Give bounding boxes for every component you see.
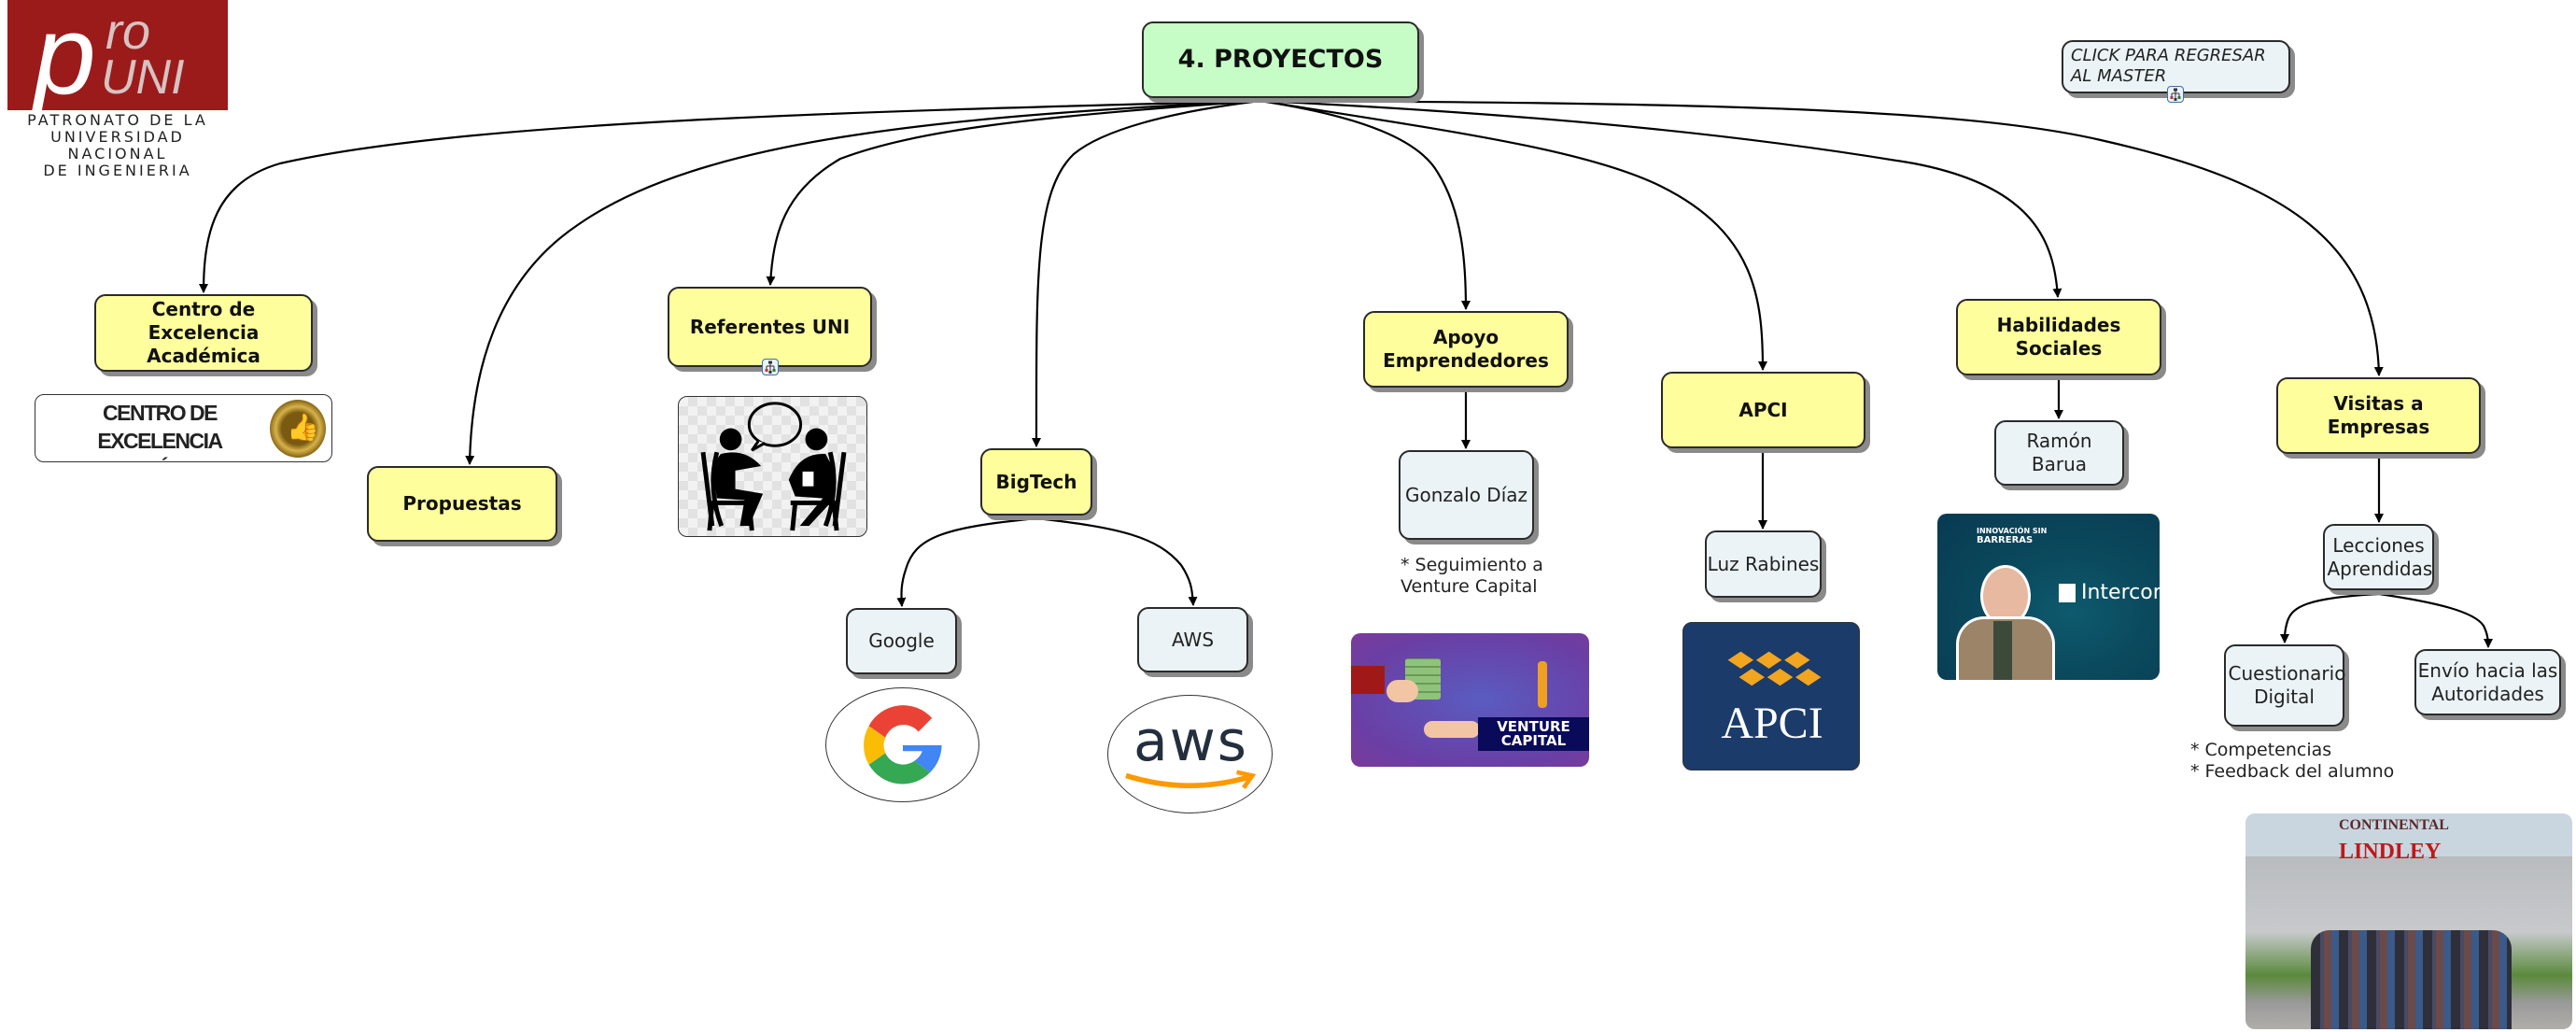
category-label: Propuestas <box>402 492 522 515</box>
leaf-aws[interactable]: AWS <box>1137 607 1248 672</box>
sleeve-left <box>1351 666 1385 694</box>
category-propuestas[interactable]: Propuestas <box>367 466 557 542</box>
leaf-label: Luz Rabines <box>1707 552 1820 575</box>
leaf-envio-autoridades[interactable]: Envío hacia las Autoridades <box>2414 649 2561 715</box>
apci-pattern-icon <box>1727 651 1822 686</box>
image-google-logo <box>825 687 979 802</box>
group-of-students <box>2311 930 2512 1029</box>
centro-image-line: EXCELENCIA ACADÉMICA <box>97 429 223 461</box>
image-intercorp-ramon-barua: INNOVACIÓN SIN BARRERAS Intercorp <box>1937 514 2160 680</box>
category-label: Referentes UNI <box>689 315 851 338</box>
centro-image-text: CENTRO DE EXCELENCIA ACADÉMICA <box>43 399 276 461</box>
image-lindley-visit-photo: CONTINENTAL LINDLEY <box>2245 813 2572 1029</box>
category-label: Apoyo Emprendedores <box>1383 326 1549 372</box>
link-main-apoyo <box>1260 99 1471 310</box>
logo-subtitle-line: PATRONATO DE LA <box>27 111 208 129</box>
intercorp-tag-line: INNOVACIÓN SIN <box>1977 527 2048 535</box>
link-lecciones-cuestionario <box>2280 592 2380 643</box>
leaf-label: Gonzalo Díaz <box>1404 483 1528 506</box>
nested-map-icon[interactable] <box>762 359 779 375</box>
logo-uni: UNI <box>101 50 185 105</box>
main-node-label: 4. PROYECTOS <box>1177 45 1384 75</box>
leaf-google[interactable]: Google <box>846 608 957 674</box>
category-label: Centro de Excelencia Académica <box>147 298 260 367</box>
category-label: Habilidades Sociales <box>1996 314 2121 360</box>
leaf-label: Ramón Barua <box>2026 430 2092 475</box>
category-bigtech[interactable]: BigTech <box>980 448 1092 516</box>
link-lecciones-envio <box>2378 592 2493 648</box>
intercorp-brand-text: Intercorp <box>2081 581 2160 604</box>
note-cuestionario: * Competencias * Feedback del alumno <box>2190 740 2395 782</box>
category-visitas-empresas[interactable]: Visitas a Empresas <box>2276 377 2481 454</box>
note-venture-capital: * Seguimiento a Venture Capital <box>1401 555 1543 597</box>
image-centro-excelencia: CENTRO DE EXCELENCIA ACADÉMICA 👍 <box>35 394 332 462</box>
open-hand-icon <box>1424 721 1480 738</box>
category-apci[interactable]: APCI <box>1661 372 1865 448</box>
logo-glyphs: p ro UNI <box>31 0 185 118</box>
link-main-referentes <box>766 99 1261 286</box>
building-sign-continental: CONTINENTAL <box>2339 817 2449 833</box>
building-sign-lindley: LINDLEY <box>2339 840 2442 864</box>
leaf-label: Lecciones Aprendidas <box>2327 533 2433 580</box>
link-bigtech-aws <box>1035 516 1198 606</box>
link-main-bigtech <box>1031 99 1261 447</box>
apci-logo-text: APCI <box>1721 699 1823 748</box>
venture-banner-line: CAPITAL <box>1500 732 1567 749</box>
leaf-ramon-barua[interactable]: Ramón Barua <box>1994 420 2124 486</box>
venture-banner-line: VENTURE <box>1497 718 1570 735</box>
intercorp-brand: Intercorp <box>2059 581 2160 604</box>
thumbs-up-medal-icon: 👍 <box>270 400 326 458</box>
aws-logo-text: aws <box>1133 709 1249 774</box>
intercorp-logo-icon <box>2059 583 2076 602</box>
category-centro-excelencia[interactable]: Centro de Excelencia Académica <box>94 294 313 372</box>
leaf-gonzalo-diaz[interactable]: Gonzalo Díaz <box>1399 450 1534 540</box>
leaf-label: AWS <box>1171 628 1215 651</box>
nested-map-icon[interactable] <box>2167 86 2184 103</box>
intercorp-tagline: INNOVACIÓN SIN BARRERAS <box>1977 527 2047 545</box>
hand-icon <box>1387 680 1418 702</box>
venture-capital-banner: VENTURE CAPITAL <box>1478 717 1589 751</box>
category-label: BigTech <box>995 470 1077 493</box>
two-people-talking-icon <box>700 402 847 531</box>
logo-subtitle: PATRONATO DE LA UNIVERSIDAD NACIONAL DE … <box>0 112 235 179</box>
category-label: APCI <box>1738 398 1788 421</box>
leaf-luz-rabines[interactable]: Luz Rabines <box>1705 530 1822 598</box>
portrait-ramon-barua <box>1956 565 2055 680</box>
logo-subtitle-line: UNIVERSIDAD NACIONAL <box>50 128 185 163</box>
leaf-label: Cuestionario Digital <box>2228 662 2346 708</box>
link-main-centro <box>199 99 1261 293</box>
category-referentes-uni[interactable]: Referentes UNI <box>668 287 872 367</box>
centro-image-line: CENTRO DE <box>103 401 218 425</box>
aws-smile-icon <box>1125 770 1257 789</box>
image-referentes-illustration <box>678 396 867 537</box>
category-apoyo-emprendedores[interactable]: Apoyo Emprendedores <box>1363 311 1569 388</box>
logo-mark: p ro UNI <box>7 0 228 118</box>
category-habilidades-sociales[interactable]: Habilidades Sociales <box>1956 299 2161 375</box>
image-aws-logo: aws <box>1107 695 1273 813</box>
back-link-label: CLICK PARA REGRESAR AL MASTER <box>2071 46 2266 86</box>
leaf-label: Google <box>868 629 935 652</box>
leaf-label: Envío hacia las Autoridades <box>2417 658 2558 705</box>
main-node-proyectos[interactable]: 4. PROYECTOS <box>1142 21 1419 98</box>
leaf-cuestionario-digital[interactable]: Cuestionario Digital <box>2224 644 2346 727</box>
link-main-habilidades <box>1260 99 2062 298</box>
shopping-person-icon <box>1538 661 1547 708</box>
intercorp-tag-line: BARRERAS <box>1977 535 2034 545</box>
link-main-apci <box>1260 99 1767 371</box>
link-main-propuestas <box>465 99 1261 465</box>
logo-pro: ro <box>106 4 150 60</box>
image-venture-capital: VENTURE CAPITAL <box>1351 633 1589 767</box>
category-label: Visitas a Empresas <box>2327 392 2430 438</box>
logo-subtitle-line: DE INGENIERIA <box>43 162 192 179</box>
link-bigtech-google <box>896 516 1037 607</box>
image-apci-logo: APCI <box>1682 622 1860 770</box>
link-main-visitas <box>1260 99 2384 376</box>
logo-p: p <box>31 0 96 110</box>
back-to-master-link[interactable]: CLICK PARA REGRESAR AL MASTER <box>2062 40 2290 93</box>
google-g-icon <box>864 705 942 785</box>
leaf-lecciones-aprendidas[interactable]: Lecciones Aprendidas <box>2323 524 2434 590</box>
